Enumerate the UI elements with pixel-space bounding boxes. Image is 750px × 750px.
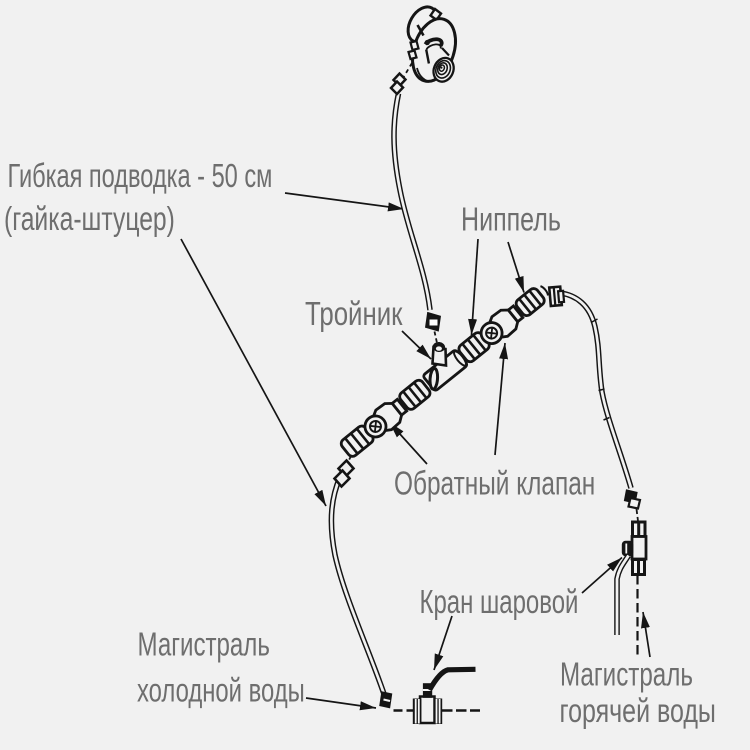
svg-text:Обратный клапан: Обратный клапан <box>394 466 595 502</box>
svg-text:холодной воды: холодной воды <box>137 673 305 710</box>
svg-text:(гайка-штуцер): (гайка-штуцер) <box>4 202 175 238</box>
svg-text:Ниппель: Ниппель <box>461 201 561 238</box>
svg-text:Тройник: Тройник <box>305 296 403 333</box>
svg-text:Кран шаровой: Кран шаровой <box>420 584 579 621</box>
svg-text:Магистраль: Магистраль <box>138 627 270 664</box>
svg-text:горячей воды: горячей воды <box>560 693 716 730</box>
svg-text:Магистраль: Магистраль <box>560 657 693 693</box>
svg-text:Гибкая подводка - 50 см: Гибкая подводка - 50 см <box>8 158 273 195</box>
